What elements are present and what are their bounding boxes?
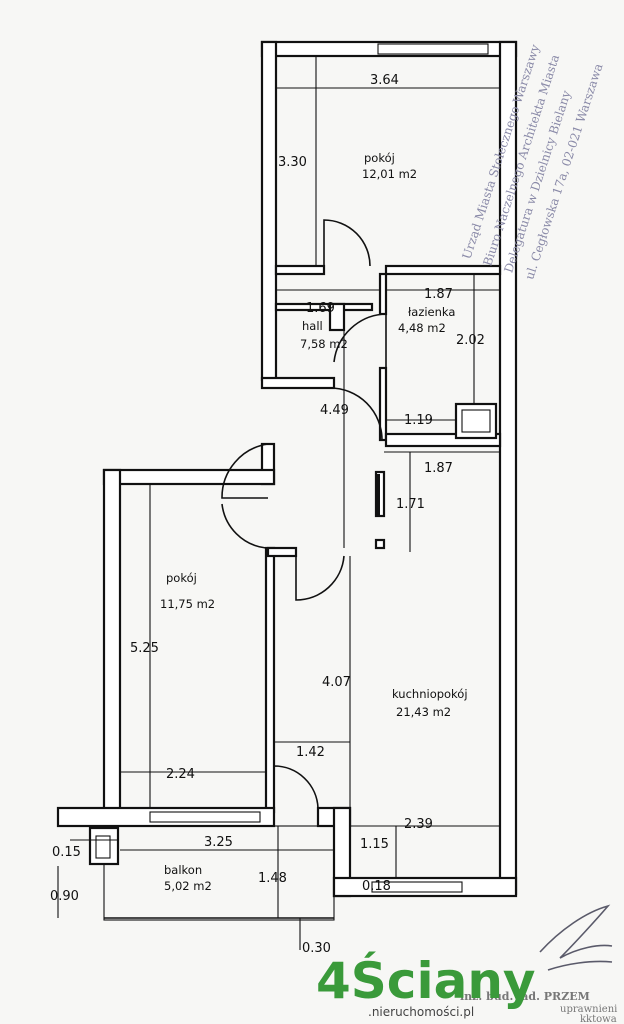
room-balkon-name: balkon xyxy=(164,863,202,877)
dim-bath-niche: 1.19 xyxy=(404,413,433,428)
room-pokoj-top-name: pokój xyxy=(364,151,395,165)
wall-bath-left xyxy=(378,272,388,316)
dim-kitchen-length: 4.07 xyxy=(322,675,351,690)
dim-left-offset: 0.15 xyxy=(52,845,81,860)
dim-hall-length: 4.49 xyxy=(320,403,349,418)
room-labels: pokój 12,01 m2 łazienka 4,48 m2 hall 7,5… xyxy=(160,151,468,893)
bottom-stamp-line-3: kktowa xyxy=(580,1014,617,1024)
wall-bath-top xyxy=(384,264,502,276)
room-pokoj-left-area: 11,75 m2 xyxy=(160,597,215,611)
window-kitchen xyxy=(371,881,463,893)
brand-logo: 4Ściany .nieruchomości.pl xyxy=(316,951,536,1019)
dim-bath-height: 2.02 xyxy=(456,333,485,348)
dim-hall-width: 1.69 xyxy=(306,301,335,316)
shaft-inner xyxy=(461,409,491,433)
door-hall xyxy=(329,387,383,441)
balcony-pillar-inner xyxy=(95,835,111,859)
door-top-room xyxy=(323,219,371,267)
door-kitchen-top xyxy=(221,503,267,549)
dim-top-height: 3.30 xyxy=(278,155,307,170)
dim-kitchen-top-width: 1.87 xyxy=(424,461,453,476)
room-kuchnia-name: kuchniopokój xyxy=(392,687,468,701)
signature xyxy=(539,904,613,971)
door-bath xyxy=(333,313,387,368)
dim-bath-width: 1.87 xyxy=(424,287,453,302)
dim-balcony-width: 3.25 xyxy=(204,835,233,850)
balcony-rail xyxy=(103,825,335,921)
wall-left-room-right xyxy=(264,546,276,814)
room-kuchnia-area: 21,43 m2 xyxy=(396,705,451,719)
wall-jog xyxy=(260,376,336,390)
bottom-stamp: inż. bud. lad. PRZEM uprawnieni kktowa xyxy=(460,990,617,1024)
bottom-stamp-line-2: uprawnieni xyxy=(560,1004,617,1015)
window-top xyxy=(377,43,489,55)
dim-door-width: 1.42 xyxy=(296,745,325,760)
wall-left-room-top xyxy=(102,468,276,486)
dim-balcony-side: 0.90 xyxy=(50,889,79,904)
wall-partition-c xyxy=(374,538,386,550)
room-pokoj-top-area: 12,01 m2 xyxy=(362,167,417,181)
room-lazienka-name: łazienka xyxy=(408,305,455,319)
dim-kitchen-step: 1.15 xyxy=(360,837,389,852)
wall-top-room-bottom xyxy=(274,264,326,276)
room-hall-area: 7,58 m2 xyxy=(300,337,348,351)
brand-name: 4Ściany xyxy=(316,951,536,1010)
brand-sub: .nieruchomości.pl xyxy=(368,1005,474,1019)
dim-balcony-height: 1.48 xyxy=(258,871,287,886)
wall-bottom-left xyxy=(56,806,276,828)
wall-bath-left2 xyxy=(378,366,388,442)
wall-partition-a xyxy=(266,546,298,558)
bottom-stamp-line-1: inż. bud. lad. PRZEM xyxy=(460,990,590,1003)
dim-left-room-height: 5.25 xyxy=(130,641,159,656)
wall-top-left xyxy=(260,40,278,382)
door-left-room xyxy=(221,443,269,499)
dim-balcony-rail: 0.18 xyxy=(362,879,391,894)
balcony-pillar xyxy=(88,826,120,866)
dimension-lines xyxy=(57,56,500,950)
dim-left-room-width: 2.24 xyxy=(166,767,195,782)
wall-hall-upper xyxy=(274,302,374,312)
dimension-labels: 3.64 3.30 1.69 1.87 2.02 4.49 1.19 1.87 … xyxy=(50,73,485,956)
wall-left-outer xyxy=(102,468,122,812)
wall-hall-jamb xyxy=(328,302,346,332)
doors xyxy=(221,219,387,809)
door-balcony xyxy=(273,765,319,809)
dim-kitchen-bottom-width: 2.39 xyxy=(404,817,433,832)
room-lazienka-area: 4,48 m2 xyxy=(398,321,446,335)
dim-top-width: 3.64 xyxy=(370,73,399,88)
window-left-room xyxy=(149,811,261,823)
dim-bottom-offset: 0.30 xyxy=(302,941,331,956)
room-pokoj-left-name: pokój xyxy=(166,571,197,585)
door-kitchen xyxy=(295,555,345,601)
room-balkon-area: 5,02 m2 xyxy=(164,879,212,893)
room-hall-name: hall xyxy=(302,319,323,333)
dim-kitchen-top-height: 1.71 xyxy=(396,497,425,512)
